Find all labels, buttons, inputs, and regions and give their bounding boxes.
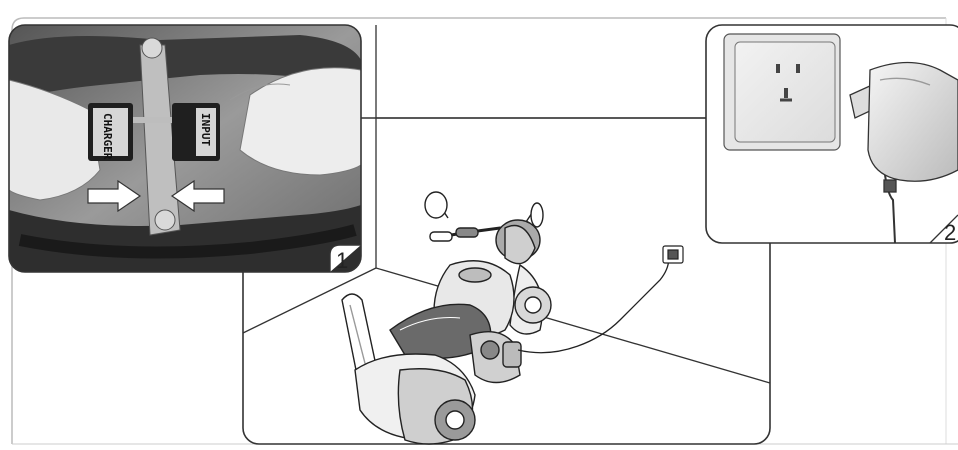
charger-label: CHARGER — [101, 113, 114, 160]
input-label: INPUT — [199, 113, 212, 146]
wall-outlet-icon — [724, 34, 840, 150]
panel-2-outlet: 2 — [706, 25, 958, 245]
panel-1-photo: CHARGER INPUT 1 — [9, 25, 361, 273]
panel-1-number: 1 — [336, 248, 348, 273]
panel-2-number: 2 — [944, 220, 956, 245]
charger-port-icon — [663, 246, 683, 263]
